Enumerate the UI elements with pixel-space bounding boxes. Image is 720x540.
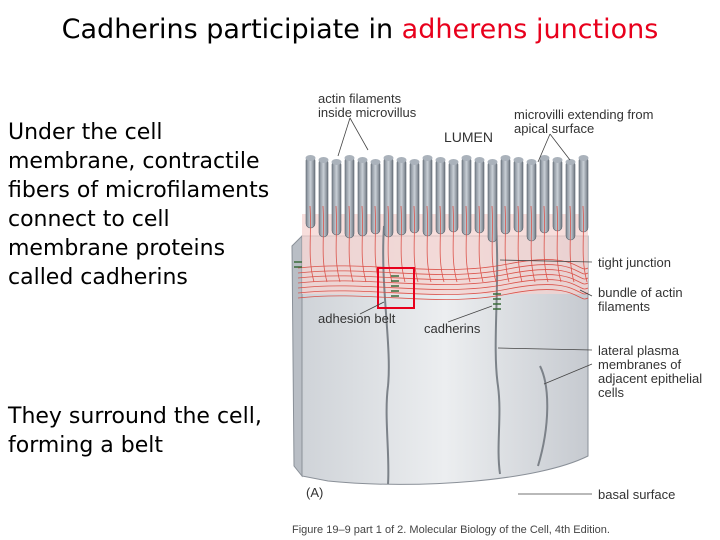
actin-fiber	[439, 205, 445, 283]
label-basal-surface: basal surface	[598, 487, 676, 502]
cell-layer-side	[291, 234, 303, 478]
microvillus-tip	[565, 159, 576, 165]
actin-fiber	[335, 205, 341, 283]
microvillus-tip	[448, 159, 459, 165]
microvillus-tip	[422, 155, 433, 161]
label-lateral-membranes: lateral plasma membranes of adjacent epi…	[598, 343, 703, 400]
label-adhesion-belt: adhesion belt	[318, 311, 396, 326]
bullet-text-cadherins: Under the cell membrane, contractile fib…	[8, 120, 270, 290]
microvillus-tip	[357, 157, 368, 163]
actin-fiber	[465, 205, 471, 283]
microvillus-tip	[318, 157, 329, 163]
actin-fiber	[309, 205, 315, 283]
actin-fiber	[556, 205, 562, 283]
microvillus-tip	[396, 157, 407, 163]
microvillus-tip	[409, 159, 420, 165]
microvillus-tip	[474, 157, 485, 163]
cell-layer-front	[301, 235, 589, 485]
microvillus-tip	[461, 155, 472, 161]
label-lumen: LUMEN	[444, 129, 494, 145]
actin-fiber	[504, 205, 510, 283]
label-cadherins: cadherins	[424, 321, 481, 336]
microvillus-tip	[383, 155, 394, 161]
bullet-text-belt: They surround the cell, forming a belt	[8, 404, 262, 458]
actin-fiber	[569, 205, 575, 283]
label-microvilli: microvilli extending from apical surface	[514, 107, 654, 136]
actin-fiber	[413, 205, 419, 283]
actin-belt-fiber	[297, 264, 589, 275]
actin-fiber-bundle	[297, 205, 589, 300]
actin-fiber	[348, 205, 354, 283]
microvillus-tip	[370, 159, 381, 165]
label-tight-junction: tight junction	[598, 255, 671, 270]
microvillus-tip	[435, 157, 446, 163]
microvilli-row	[305, 155, 589, 243]
actin-belt-fiber	[297, 289, 589, 300]
actin-belt-fiber	[297, 259, 589, 270]
actin-fiber	[582, 205, 588, 283]
actin-fiber	[426, 205, 432, 283]
microvillus-tip	[526, 159, 537, 165]
title-highlight: adherens junctions	[401, 14, 659, 45]
microvillus-tip	[513, 157, 524, 163]
label-actin-filaments: actin filaments inside microvillus	[318, 91, 417, 120]
cadherin-stitches	[294, 261, 501, 310]
leader-lines	[337, 117, 593, 495]
actin-fiber	[361, 205, 367, 283]
microvillus-tip	[331, 159, 342, 165]
actin-fiber	[387, 205, 393, 283]
actin-fiber	[478, 205, 484, 283]
microvillus-tip	[578, 155, 589, 161]
actin-fiber	[517, 205, 523, 283]
label-actin-bundle: bundle of actin filaments	[598, 285, 683, 314]
microvillus-tip	[552, 157, 563, 163]
microvillus-tip	[487, 159, 498, 165]
microvillus-tip	[500, 155, 511, 161]
actin-belt-fiber	[297, 279, 589, 290]
microvillus-tip	[305, 155, 316, 161]
label-panel-a: (A)	[306, 485, 324, 500]
figure-caption: Figure 19–9 part 1 of 2. Molecular Biolo…	[292, 524, 610, 536]
epithelium-figure: actin filaments inside microvillus micro…	[288, 86, 720, 540]
actin-belt-fiber	[297, 269, 589, 280]
microvillus-tip	[344, 155, 355, 161]
title-prefix: Cadherins participiate in	[61, 14, 402, 45]
slide-title: Cadherins participiate in adherens junct…	[0, 14, 720, 45]
adhesion-belt-box	[377, 267, 415, 309]
actin-fiber	[400, 205, 406, 283]
lateral-membranes	[382, 225, 549, 485]
epithelium-illustration	[291, 117, 593, 495]
actin-belt-fiber	[297, 284, 589, 295]
microvillus-tip	[539, 155, 550, 161]
actin-fiber	[452, 205, 458, 283]
actin-belt-fiber	[297, 274, 589, 285]
actin-fiber	[491, 205, 497, 283]
actin-fiber	[322, 205, 328, 283]
